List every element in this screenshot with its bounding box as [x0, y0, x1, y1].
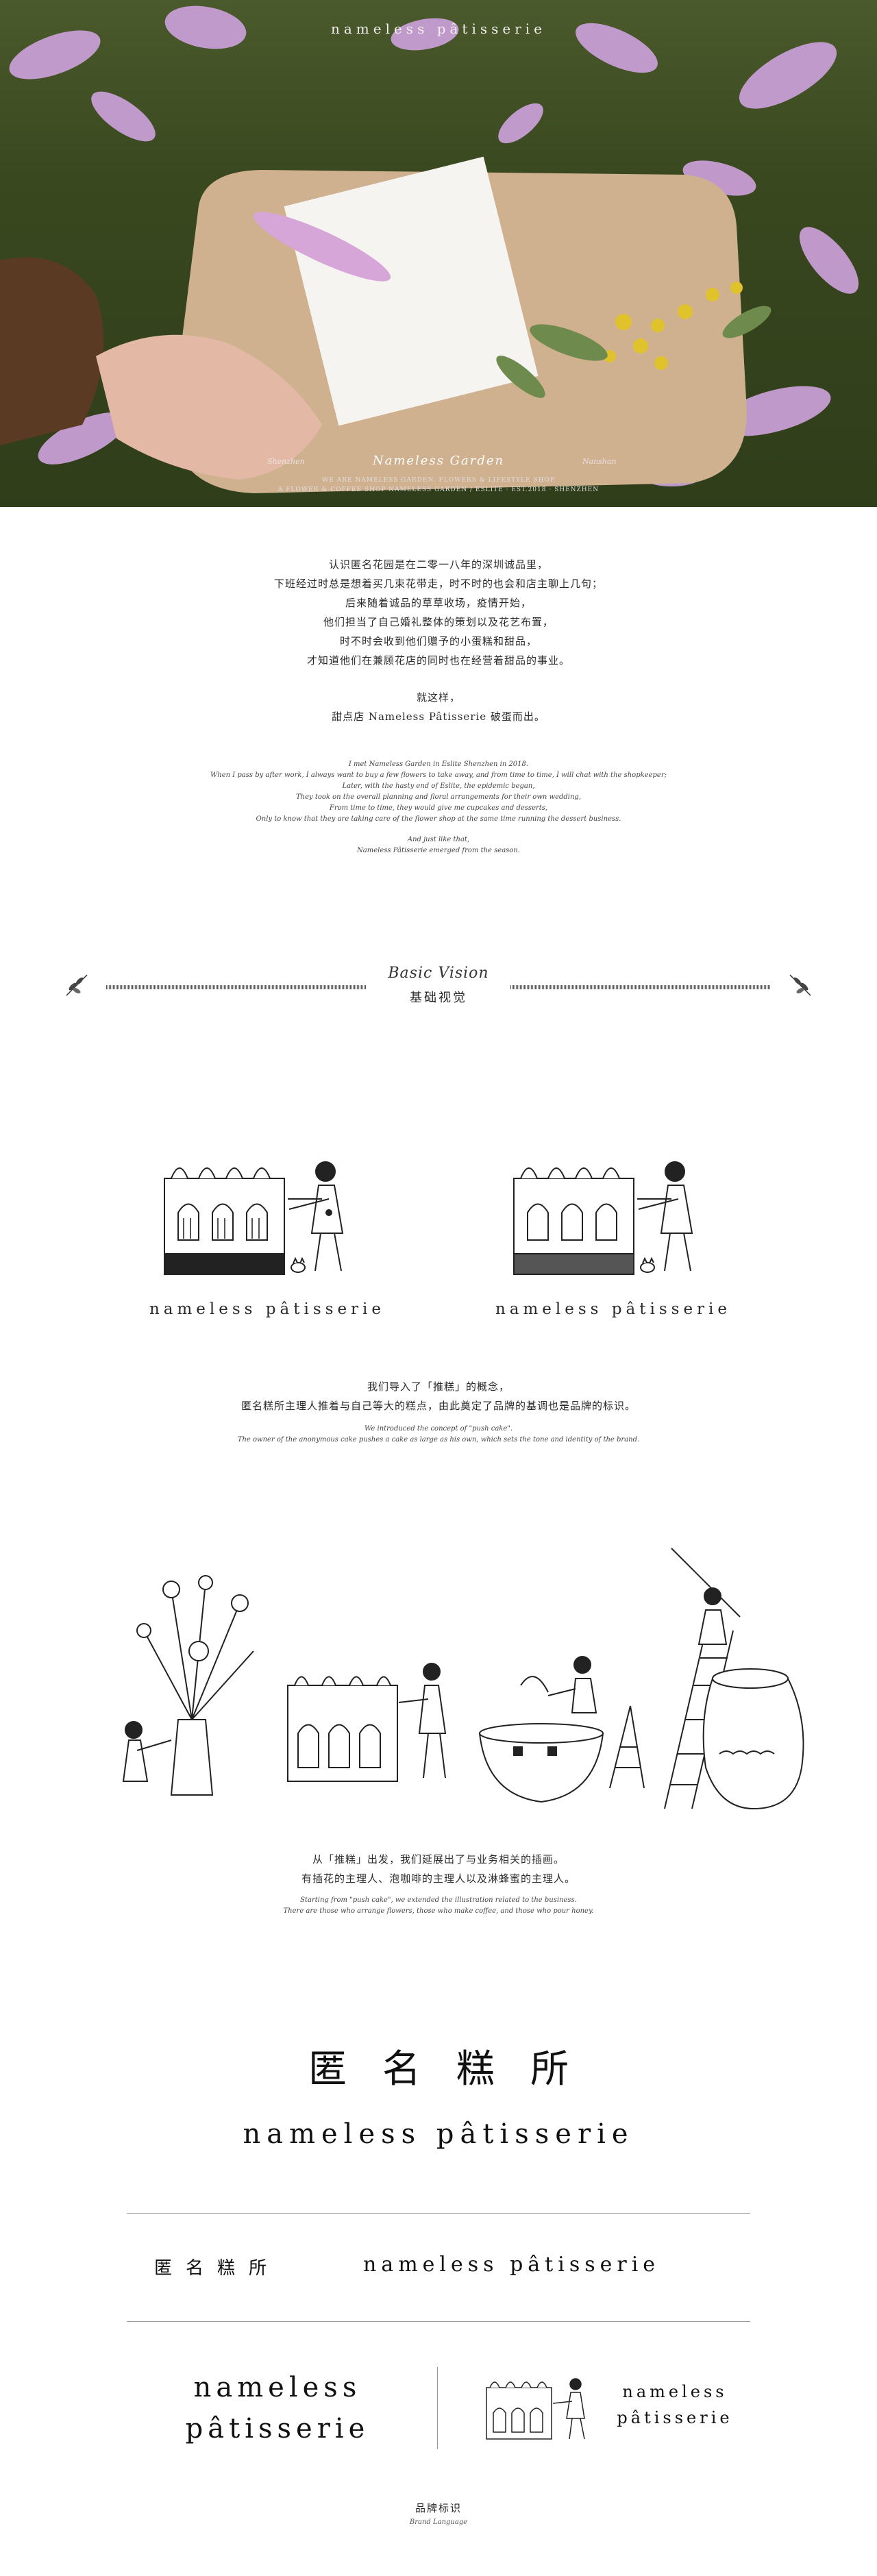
vision-title-en: Basic Vision: [388, 965, 489, 982]
intro-en-line: Only to know that they are taking care o…: [256, 815, 621, 823]
hero-scene: [0, 5, 859, 493]
girl: [288, 1161, 344, 1272]
vision-title-cn: 基础视觉: [410, 991, 467, 1005]
flower-arranger: [122, 1575, 254, 1796]
intro-cn-line: 时不时会收到他们赠予的小蛋糕和甜品，: [339, 635, 537, 647]
type-big-en: nameless pâtisserie: [243, 2118, 634, 2150]
intro-cn-line: 他们担当了自己婚礼整体的策划以及花艺布置，: [323, 616, 554, 628]
card: [284, 156, 539, 426]
hero-caption: Nameless Garden: [372, 454, 505, 468]
push-cake-logo-filled: [164, 1161, 344, 1275]
mimosa: [604, 282, 743, 370]
intro-cn-then: 就这样，: [416, 691, 460, 704]
sprig-icon-left: [66, 974, 88, 996]
logo-wordmark-left: nameless pâtisserie: [149, 1300, 386, 1318]
intro-en-born: Nameless Pâtisserie emerged from the sea…: [357, 847, 520, 854]
illustration-cn-1: 从「推糕」出发，我们延展出了与业务相关的插画。: [312, 1853, 565, 1866]
sleeve: [0, 257, 104, 445]
intro-cn: 认识匿名花园是在二零一八年的深圳诚品里， 下班经过时总是想着买几束花带走，时不时…: [0, 555, 877, 726]
divider-right: [510, 985, 771, 989]
coffee-maker: [478, 1656, 645, 1803]
intro-en-line: When I pass by after work, I always want…: [210, 771, 667, 779]
illustration-en-2: There are those who arrange flowers, tho…: [283, 1907, 594, 1915]
illustration-en-1: Starting from "push cake", we extended t…: [300, 1896, 577, 1904]
concept-cn-2: 匿名糕所主理人推着与自己等大的糕点，由此奠定了品牌的基调也是品牌的标识。: [240, 1400, 636, 1412]
type-stack-en-1: nameless: [193, 2372, 362, 2403]
hero-meta-right: Nanshan: [582, 457, 617, 466]
concept-cn-1: 我们导入了「推糕」的概念，: [367, 1380, 510, 1393]
hero-photo: nameless pâtisserie Nameless Garden Shen…: [0, 0, 877, 507]
hero-brand: nameless pâtisserie: [330, 21, 547, 37]
intro-en-line: Later, with the hasty end of Eslite, the…: [342, 782, 535, 790]
intro-cn-line: 后来随着诚品的草草收场，疫情开始，: [345, 597, 532, 609]
footer-en: Brand Language: [409, 2518, 468, 2526]
hero-meta-left: Shenzhen: [267, 457, 305, 466]
push-cake-logo-outline: [513, 1161, 693, 1275]
intro-en-then: And just like that,: [407, 836, 470, 843]
illustration-strip: [122, 1548, 804, 1810]
type-lockup: nameless pâtisserie: [606, 2379, 743, 2431]
type-lock-en-1: nameless: [622, 2382, 728, 2401]
illustration-text: 从「推糕」出发，我们延展出了与业务相关的插画。 有插花的主理人、泡咖啡的主理人以…: [0, 1850, 877, 1917]
type-row-cn: 匿名糕所: [154, 2258, 281, 2279]
type-row-en: nameless pâtisserie: [363, 2253, 660, 2277]
illustration-cn-2: 有插花的主理人、泡咖啡的主理人以及淋蜂蜜的主理人。: [301, 1872, 576, 1885]
type-vertical-divider: [437, 2367, 438, 2449]
intro-cn-line: 下班经过时总是想着买几束花带走，时不时的也会和店主聊上几句；: [273, 578, 603, 590]
concept-text: 我们导入了「推糕」的概念， 匿名糕所主理人推着与自己等大的糕点，由此奠定了品牌的…: [0, 1377, 877, 1446]
type-rule-bottom: [127, 2321, 750, 2322]
hero-small-2: A FLOWER & COFFEE SHOP NAMELESS GARDEN /…: [277, 486, 600, 493]
hero-small-1: WE ARE NAMELESS GARDEN. FLOWERS & LIFEST…: [322, 477, 555, 484]
honey-pourer: [664, 1548, 804, 1810]
type-big-cn: 匿名糕所: [308, 2047, 604, 2092]
intro-en: I met Nameless Garden in Eslite Shenzhen…: [0, 759, 877, 856]
type-stack-en-2: pâtisserie: [185, 2413, 370, 2444]
intro-en-line: They took on the overall planning and fl…: [295, 793, 582, 801]
intro-en-line: From time to time, they would give me cu…: [329, 804, 548, 812]
cake: [164, 1167, 285, 1275]
logo-wordmark-right: nameless pâtisserie: [495, 1300, 732, 1318]
hand: [96, 334, 322, 480]
footer-cn: 品牌标识: [415, 2502, 462, 2514]
intro-cn-born: 甜点店 Nameless Pâtisserie 破蛋而出。: [332, 710, 545, 723]
sprig-icon-right: [789, 974, 811, 996]
type-rule-top: [127, 2213, 750, 2214]
type-stack: nameless pâtisserie: [154, 2367, 401, 2449]
intro-cn-line: 认识匿名花园是在二零一八年的深圳诚品里，: [328, 558, 548, 571]
concept-en-2: The owner of the anonymous cake pushes a…: [237, 1436, 640, 1444]
intro-en-line: I met Nameless Garden in Eslite Shenzhen…: [348, 760, 529, 768]
cat: [291, 1256, 306, 1273]
intro-cn-line: 才知道他们在兼顾花店的同时也在经营着甜品的事业。: [306, 654, 570, 667]
concept-en-1: We introduced the concept of "push cake"…: [364, 1425, 513, 1433]
push-cake-mini-icon: [486, 2378, 585, 2440]
divider-left: [106, 985, 367, 989]
type-lock-en-2: pâtisserie: [617, 2408, 733, 2427]
push-cake-scene: [287, 1663, 447, 1782]
leaves: [496, 306, 771, 398]
